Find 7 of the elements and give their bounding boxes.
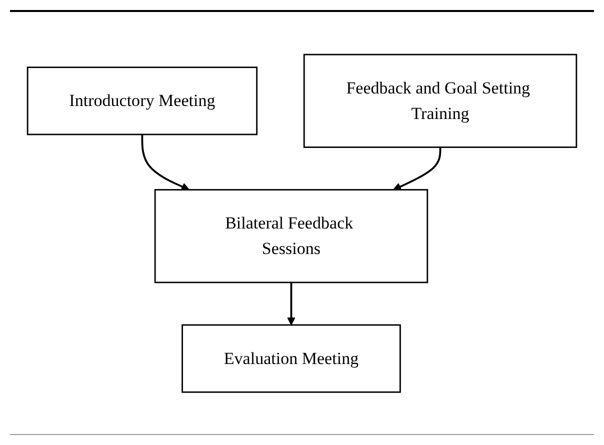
arrow xyxy=(393,146,442,190)
arrow xyxy=(287,282,296,326)
node-box: Feedback and Goal Setting Training xyxy=(303,54,578,148)
arrow xyxy=(141,134,190,190)
node-box: Bilateral Feedback Sessions xyxy=(154,188,428,283)
node-box: Introductory Meeting xyxy=(26,66,258,135)
node-box: Evaluation Meeting xyxy=(182,324,401,392)
